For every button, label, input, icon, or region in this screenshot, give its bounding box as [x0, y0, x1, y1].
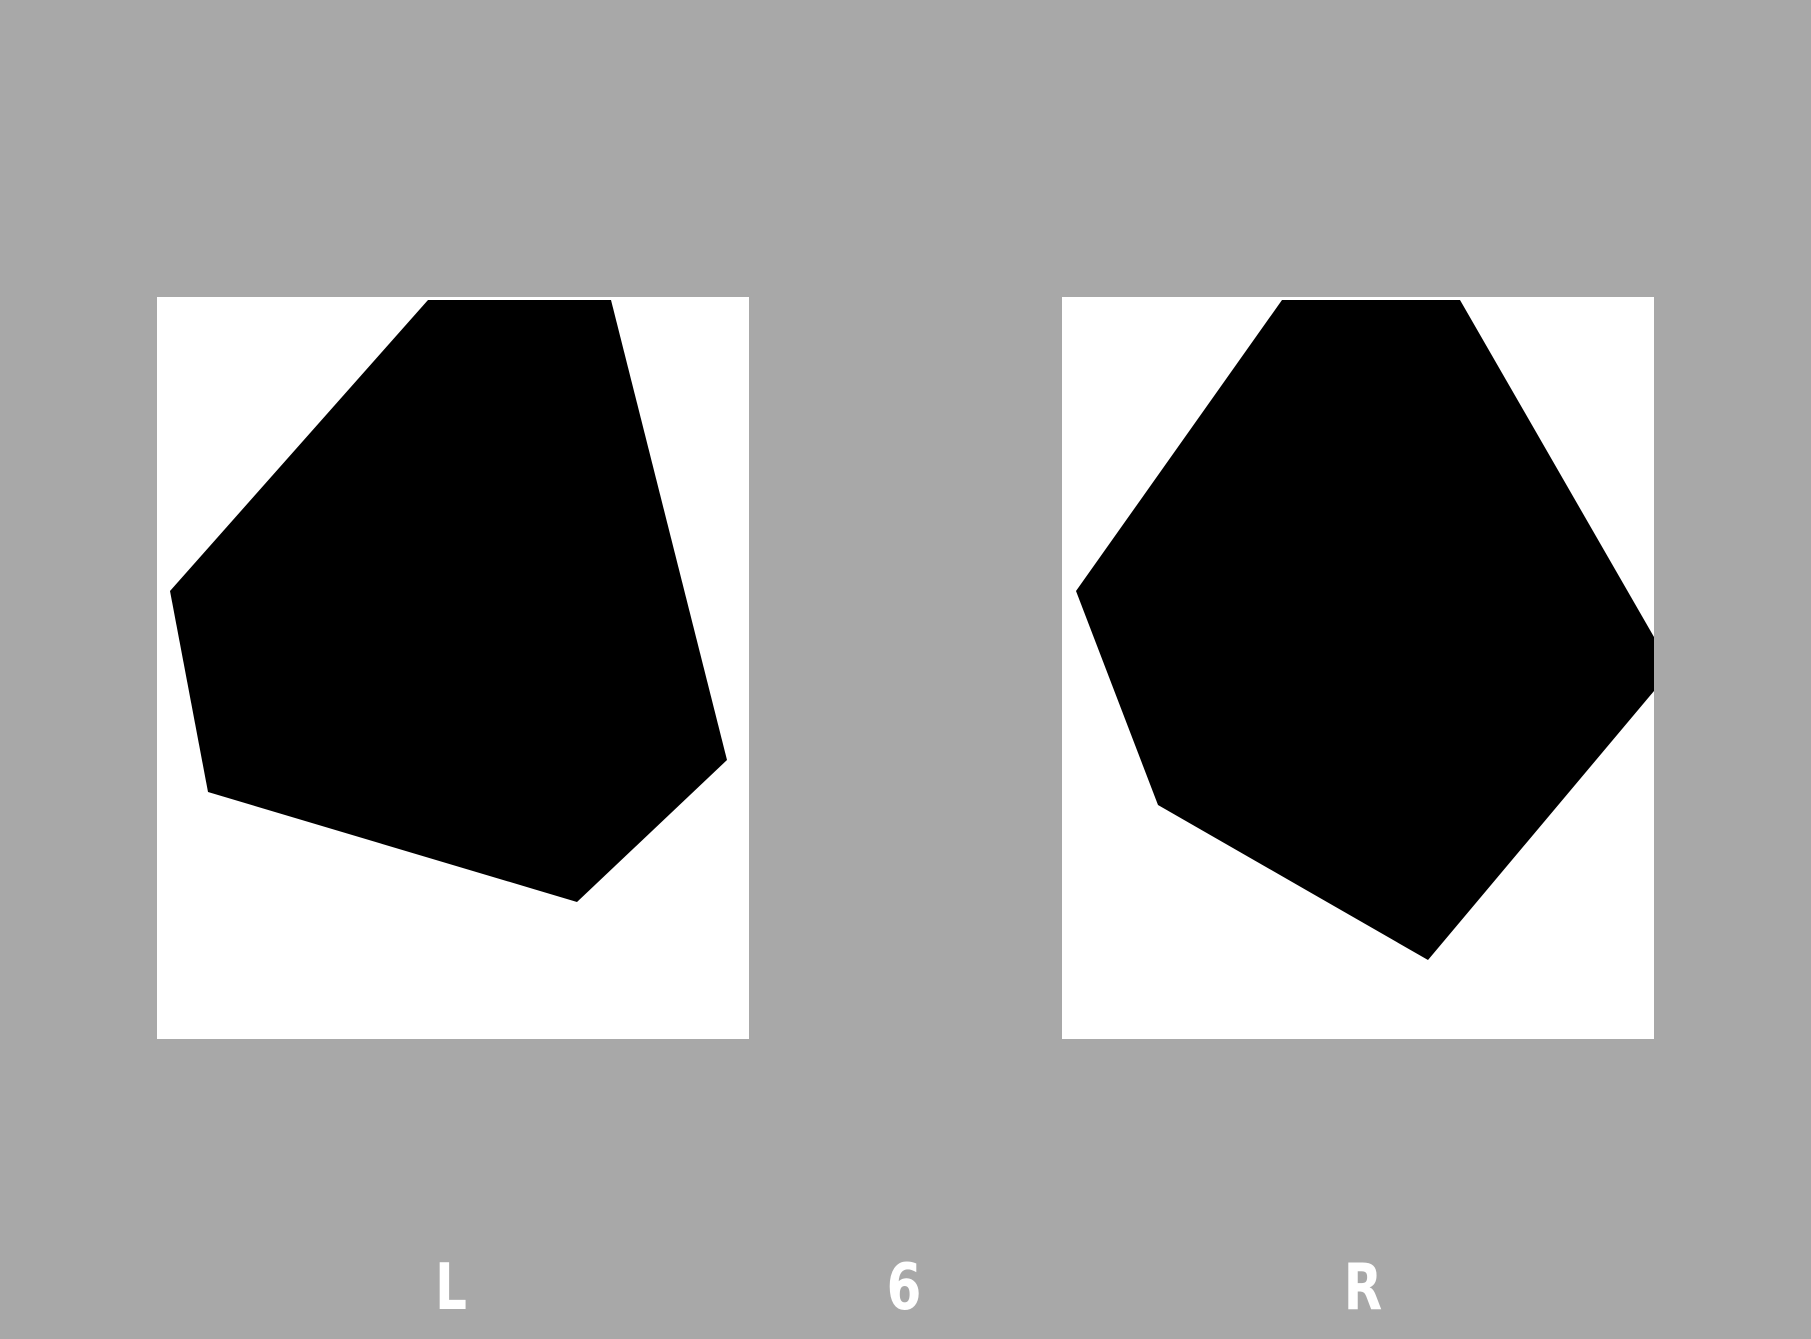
- left-panel: [157, 297, 749, 1039]
- right-panel: [1062, 297, 1654, 1039]
- right-panel-canvas: [1076, 300, 1654, 960]
- trial-number-label: 6: [886, 1251, 922, 1325]
- left-panel-canvas: [170, 300, 727, 902]
- right-label: R: [1343, 1251, 1383, 1325]
- left-pentagon-shape: [170, 300, 727, 902]
- right-hexagon-shape: [1076, 300, 1654, 960]
- left-label: L: [435, 1251, 467, 1325]
